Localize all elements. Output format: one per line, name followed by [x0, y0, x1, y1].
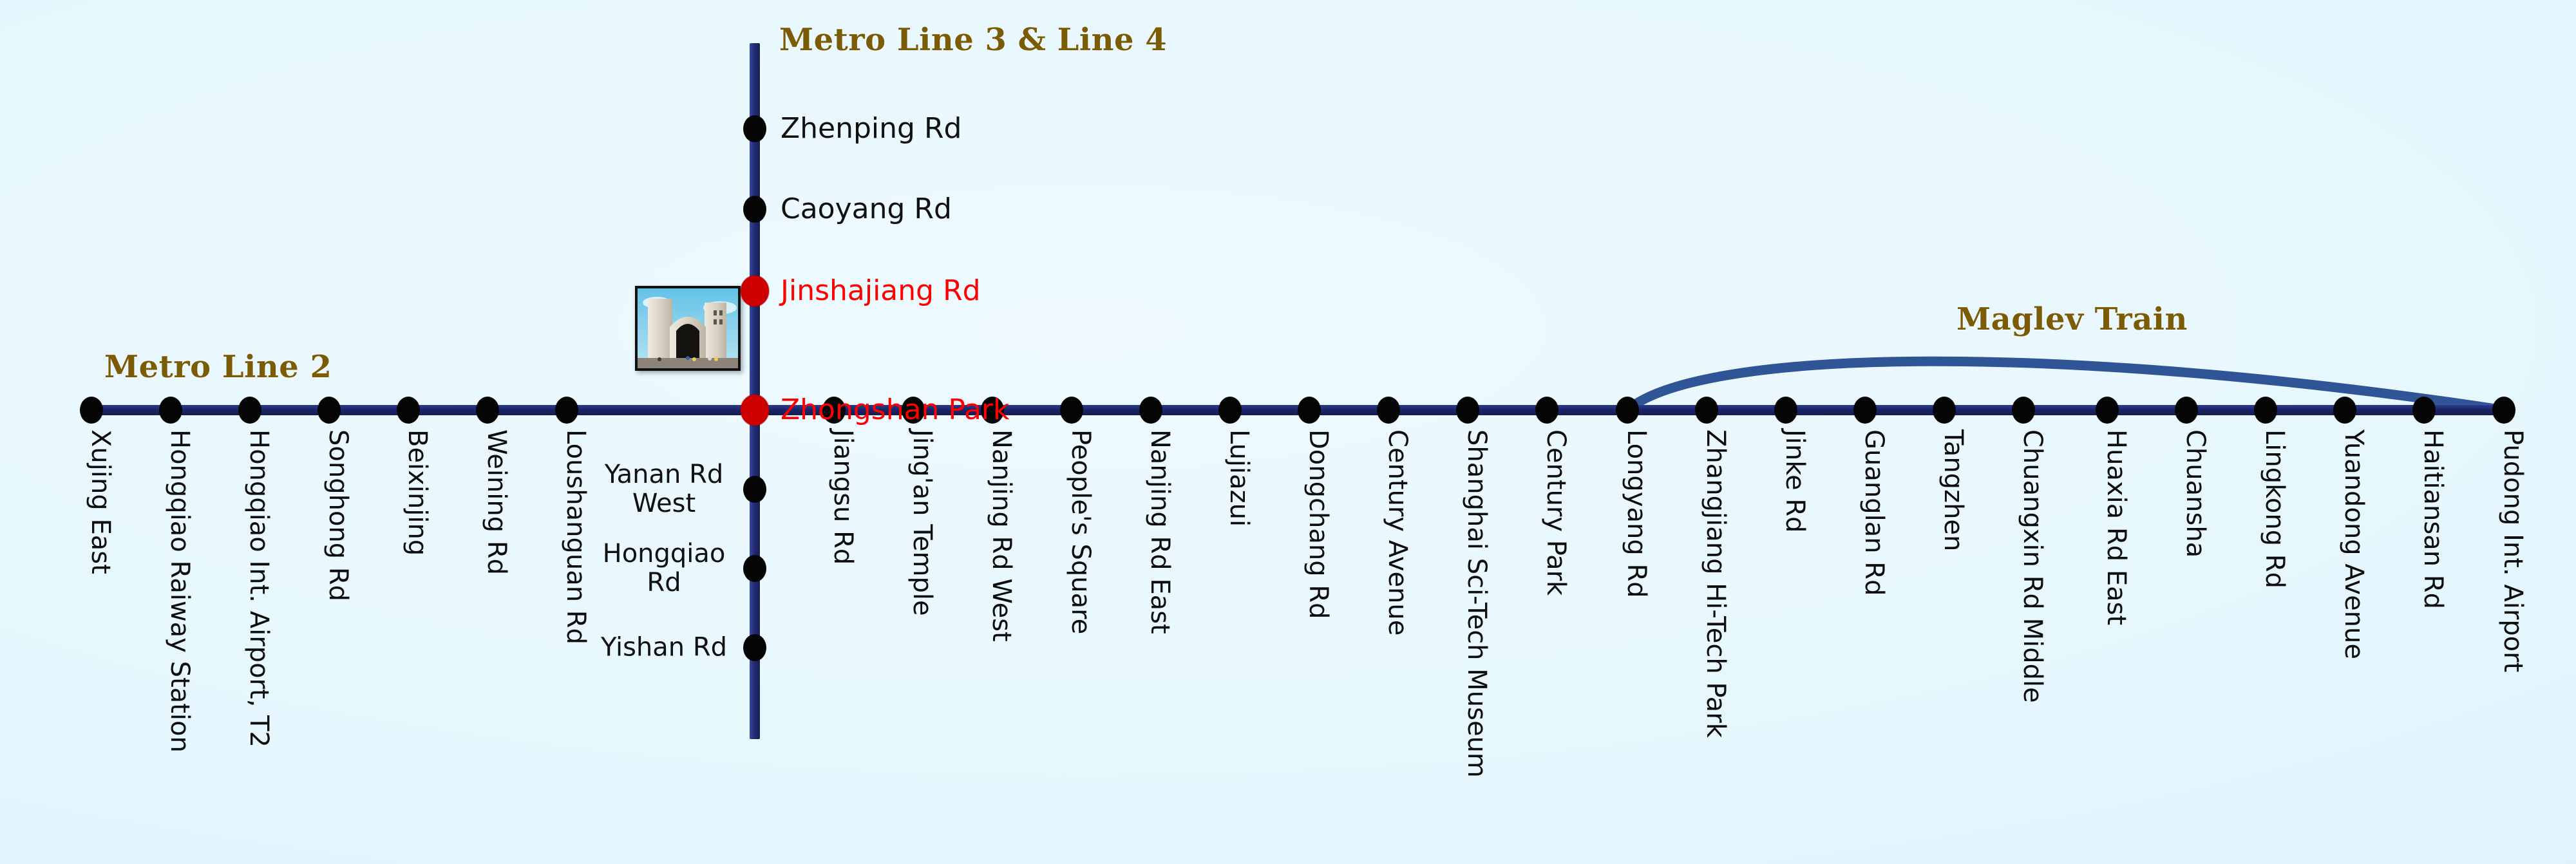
station-dot[interactable] — [397, 397, 420, 424]
station-label: Chuansha — [2181, 429, 2210, 558]
station-label: Pudong Int. Airport — [2498, 429, 2528, 673]
station-dot[interactable] — [743, 634, 766, 661]
station-label: Dongchang Rd — [1303, 429, 1333, 619]
station-dot[interactable] — [2096, 397, 2119, 424]
station-label: Hongqiao Rd — [602, 539, 726, 597]
archway-photo-graphic — [638, 288, 738, 368]
station-dot[interactable] — [2175, 397, 2198, 424]
station-dot[interactable] — [743, 115, 766, 142]
station-dot[interactable] — [317, 397, 341, 424]
station-label: Weining Rd — [482, 429, 511, 576]
station-label: Yanan Rd West — [604, 460, 724, 518]
station-dot[interactable] — [159, 397, 182, 424]
station-dot[interactable] — [1933, 397, 1956, 424]
interchange-station-dot[interactable] — [741, 395, 769, 426]
station-dot[interactable] — [476, 397, 499, 424]
station-label: Zhongshan Park — [781, 393, 1010, 426]
station-label: Huaxia Rd East — [2101, 429, 2131, 626]
station-label: Loushanguan Rd — [561, 429, 591, 644]
station-label: Lingkong Rd — [2260, 429, 2289, 588]
route-title-metro-line-2: Metro Line 2 — [104, 349, 332, 385]
station-dot[interactable] — [1218, 397, 1242, 424]
station-label: Beixinjing — [402, 429, 432, 556]
station-dot[interactable] — [1298, 397, 1321, 424]
station-label: Yuandong Avenue — [2339, 429, 2369, 659]
station-label: Jiangsu Rd — [828, 429, 858, 565]
station-label: Century Avenue — [1383, 429, 1412, 636]
route-title-maglev: Maglev Train — [1956, 301, 2188, 337]
station-dot[interactable] — [981, 397, 1004, 424]
station-dot[interactable] — [1616, 397, 1639, 424]
station-dot[interactable] — [1535, 397, 1558, 424]
station-label: Jing'an Temple — [907, 429, 937, 616]
station-dot[interactable] — [743, 476, 766, 503]
station-dot[interactable] — [822, 397, 846, 424]
station-label: Hongqiao Int. Airport, T2 — [244, 429, 274, 747]
station-dot[interactable] — [743, 196, 766, 223]
station-label: Shanghai Sci-Tech Museum — [1462, 429, 1492, 778]
station-dot[interactable] — [80, 397, 103, 424]
station-label: Century Park — [1541, 429, 1571, 596]
station-label: Songhong Rd — [323, 429, 353, 602]
zhongshan-park-photo — [635, 286, 741, 371]
station-label: People's Square — [1066, 429, 1095, 635]
station-label: Zhangjiang Hi-Tech Park — [1701, 429, 1730, 738]
station-label: Haitiansan Rd — [2418, 429, 2448, 609]
station-dot[interactable] — [2254, 397, 2277, 424]
station-dot[interactable] — [238, 397, 261, 424]
station-label: Caoyang Rd — [781, 193, 952, 225]
station-label: Jinshajiang Rd — [781, 274, 981, 307]
station-label: Lujiazui — [1224, 429, 1254, 527]
station-dot[interactable] — [1139, 397, 1162, 424]
station-label: Jinke Rd — [1780, 429, 1810, 533]
station-dot[interactable] — [2012, 397, 2035, 424]
station-label: Zhenping Rd — [781, 112, 962, 145]
station-dot[interactable] — [555, 397, 578, 424]
station-dot[interactable] — [902, 397, 925, 424]
station-label: Nanjing Rd West — [987, 429, 1016, 642]
station-label: Tangzhen — [1938, 429, 1968, 552]
station-dot[interactable] — [2412, 397, 2436, 424]
station-label: Hongqiao Raiway Station — [165, 429, 194, 753]
station-dot[interactable] — [1774, 397, 1797, 424]
maglev-route-line — [1622, 356, 2509, 415]
station-label: Nanjing Rd East — [1145, 429, 1175, 634]
station-dot[interactable] — [743, 555, 766, 582]
route-title-metro-line-3-4: Metro Line 3 & Line 4 — [779, 22, 1168, 58]
station-dot[interactable] — [1377, 397, 1400, 424]
station-label: Yishan Rd — [600, 632, 728, 662]
station-label: Guanglan Rd — [1859, 429, 1889, 596]
interchange-station-dot[interactable] — [741, 276, 769, 306]
station-dot[interactable] — [1060, 397, 1083, 424]
station-dot[interactable] — [1695, 397, 1718, 424]
station-label: Longyang Rd — [1622, 429, 1651, 598]
station-dot[interactable] — [2333, 397, 2356, 424]
station-label: Xujing East — [86, 429, 115, 574]
station-dot[interactable] — [2492, 397, 2515, 424]
station-label: Chuangxin Rd Middle — [2018, 429, 2047, 703]
station-dot[interactable] — [1456, 397, 1479, 424]
station-dot[interactable] — [1853, 397, 1877, 424]
